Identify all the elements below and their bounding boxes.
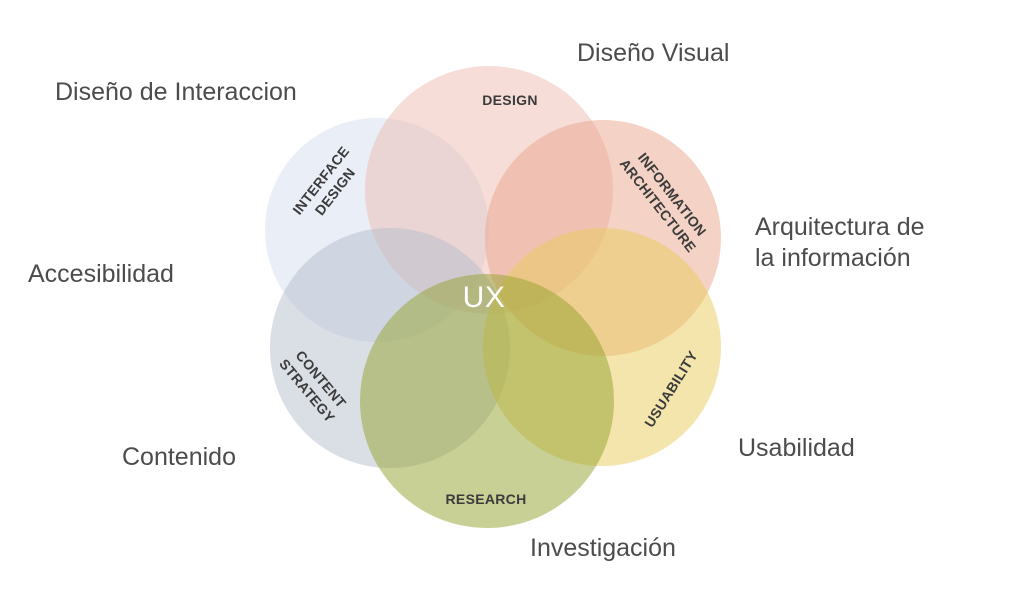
label-accesibilidad: Accesibilidad [28,260,174,288]
label-arquitectura-de-la-informacion: Arquitectura de la información [755,213,925,272]
circle-research [360,274,614,528]
label-diseno-visual: Diseño Visual [577,39,730,67]
circle-label-research: RESEARCH [445,490,527,507]
ux-center-label: UX [462,281,506,314]
label-contenido: Contenido [122,443,236,471]
circle-label-design: DESIGN [482,91,538,108]
label-usabilidad: Usabilidad [738,434,855,462]
label-diseno-de-interaccion: Diseño de Interaccion [55,78,297,106]
label-investigacion: Investigación [530,534,676,562]
